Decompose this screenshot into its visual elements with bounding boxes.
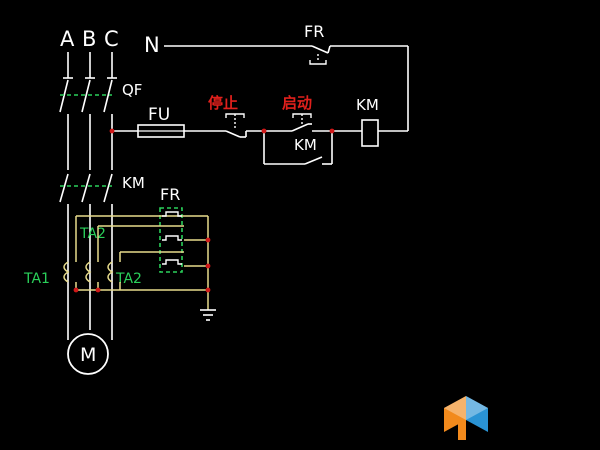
button-actuators: [225, 54, 327, 128]
ta2-top-label: TA2: [79, 226, 106, 242]
fr-relay-label: FR: [160, 185, 180, 204]
km-main-label: KM: [122, 174, 145, 192]
ct-coils: [63, 261, 114, 283]
phase-c-label: C: [104, 27, 119, 51]
ground-icon: [200, 309, 216, 321]
km-coil-label: KM: [356, 96, 379, 114]
power-wiring: [59, 45, 409, 340]
start-label: 启动: [282, 94, 312, 112]
motor-symbol: [67, 333, 109, 375]
phase-a-label: A: [60, 27, 75, 51]
fu-label: FU: [148, 105, 170, 125]
mechanical-links: [60, 94, 183, 273]
connection-nodes: [73, 128, 335, 293]
fr-top-label: FR: [304, 22, 324, 41]
phase-b-label: B: [82, 27, 96, 51]
ta2-bottom-label: TA2: [115, 271, 142, 287]
qf-label: QF: [122, 81, 142, 99]
km-coil-symbol: [361, 119, 379, 147]
logo-icon: [444, 396, 488, 440]
stop-label: 停止: [208, 94, 238, 112]
neutral-label: N: [144, 33, 160, 57]
fr-relay-elements: [162, 211, 182, 265]
motor-label: M: [80, 344, 96, 366]
km-aux-label: KM: [294, 136, 317, 154]
ta1-label: TA1: [23, 271, 50, 287]
